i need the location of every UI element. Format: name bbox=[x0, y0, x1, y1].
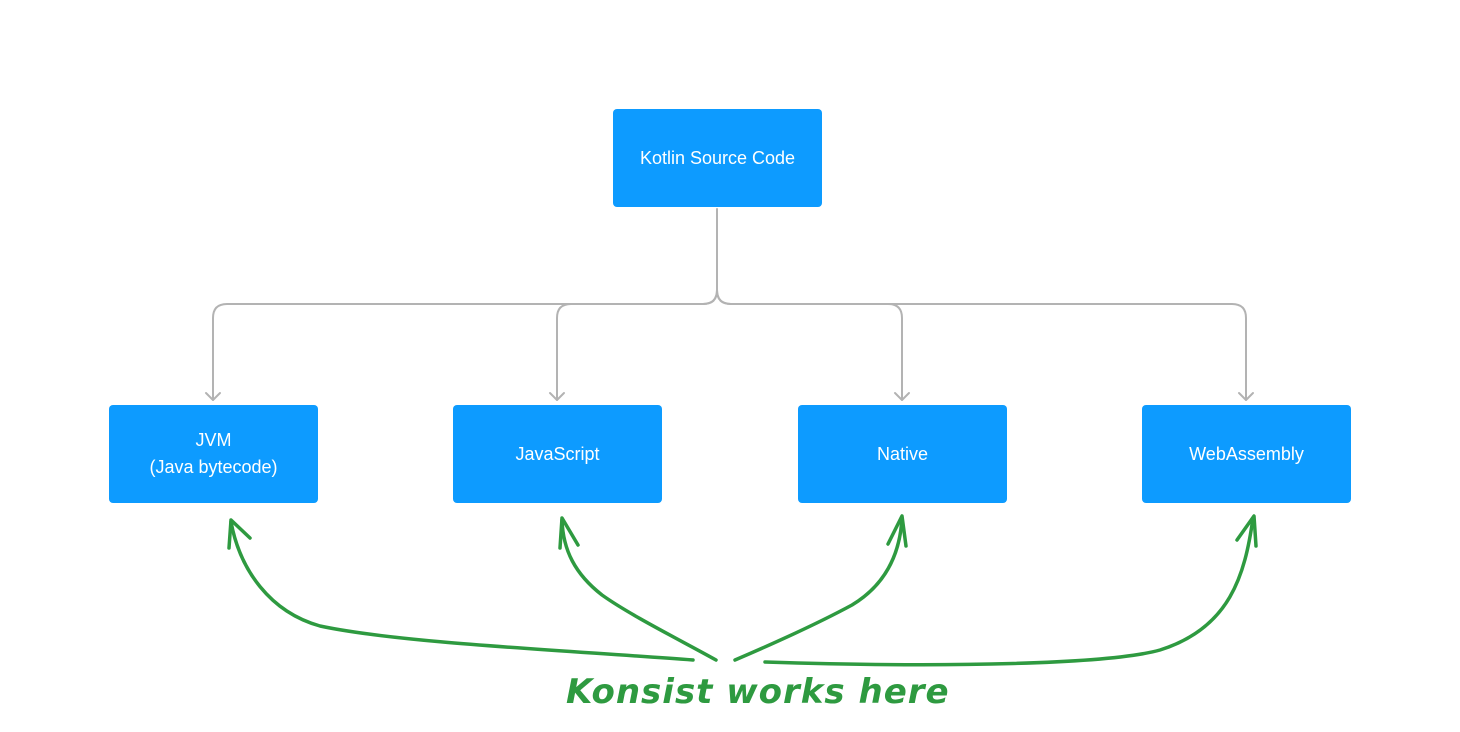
annotation-arrowhead-jvm bbox=[227, 518, 252, 550]
connector-to-jvm bbox=[212, 289, 718, 401]
connector-to-webassembly bbox=[716, 289, 1247, 401]
node-kotlin-source-code: Kotlin Source Code bbox=[613, 109, 822, 207]
node-jvm-text: JVM (Java bytecode) bbox=[149, 427, 277, 481]
arrowhead-webassembly bbox=[1238, 392, 1254, 401]
annotation-arrow-native bbox=[733, 516, 904, 662]
annotation-arrowhead-webassembly bbox=[1235, 514, 1258, 548]
node-native-label: Native bbox=[876, 443, 929, 464]
arrowhead-native bbox=[894, 392, 910, 401]
node-javascript: JavaScript bbox=[453, 405, 662, 503]
connector-to-javascript bbox=[556, 289, 718, 401]
annotation-arrows bbox=[227, 514, 1258, 667]
node-jvm: JVM (Java bytecode) bbox=[109, 405, 318, 503]
annotation-arrowhead-native bbox=[886, 514, 908, 548]
annotation-arrow-jvm bbox=[229, 520, 695, 662]
node-javascript-label: JavaScript bbox=[515, 443, 600, 464]
connector-to-native bbox=[716, 289, 903, 401]
node-native: Native bbox=[798, 405, 1007, 503]
node-kotlin-source-code-label: Kotlin Source Code bbox=[639, 147, 796, 168]
node-jvm-sublabel: (Java bytecode) bbox=[149, 457, 278, 477]
arrowhead-jvm bbox=[205, 392, 221, 401]
annotation-caption: Konsist works here bbox=[566, 672, 950, 712]
annotation-arrow-javascript bbox=[560, 518, 718, 662]
node-jvm-label: JVM bbox=[195, 430, 232, 450]
annotation-arrowhead-javascript bbox=[558, 516, 580, 550]
node-webassembly: WebAssembly bbox=[1142, 405, 1351, 503]
arrowhead-javascript bbox=[549, 392, 565, 401]
connectors bbox=[205, 208, 1254, 401]
node-webassembly-label: WebAssembly bbox=[1189, 443, 1304, 464]
annotation-arrow-webassembly bbox=[763, 516, 1255, 667]
